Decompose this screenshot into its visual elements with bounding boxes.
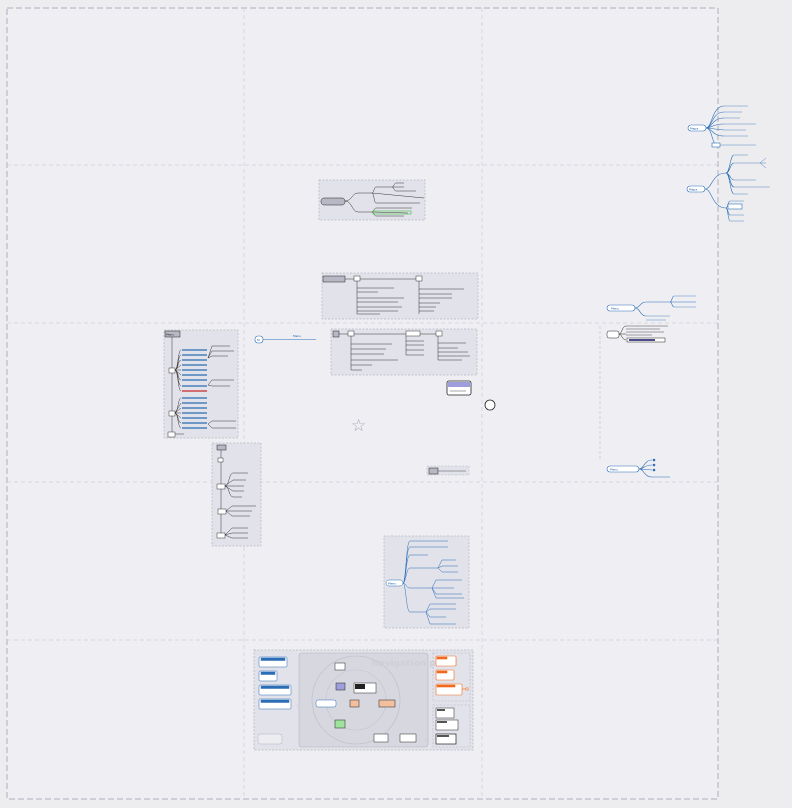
- navigation-panel-title: Navigation panel: [371, 659, 457, 669]
- small-entry-branch-label: Menu: [293, 334, 301, 338]
- right-bottom-root-label: Menu: [610, 468, 618, 472]
- map-center-bottom[interactable]: [383, 535, 470, 629]
- map-right-bottom[interactable]: [606, 458, 670, 478]
- nav-right-orange-group[interactable]: [432, 652, 471, 702]
- purple-node[interactable]: [446, 380, 472, 396]
- small-entry[interactable]: [254, 335, 316, 344]
- right-top-root-label: Mapa: [690, 127, 698, 131]
- group-center-top[interactable]: [318, 179, 426, 221]
- svg-text:«: «: [296, 702, 300, 710]
- nav-center-nodes[interactable]: « »: [296, 662, 428, 744]
- small-entry-label: M: [257, 338, 260, 342]
- grid-lines: [7, 8, 718, 799]
- circle-node[interactable]: [484, 399, 496, 411]
- small-node-lower-center[interactable]: [426, 465, 470, 476]
- svg-text:»: »: [424, 736, 428, 744]
- map-right-mid[interactable]: [686, 154, 770, 222]
- group-left-lower[interactable]: [211, 442, 262, 547]
- right-panel[interactable]: [599, 325, 668, 460]
- group-center-middle[interactable]: [321, 272, 479, 320]
- navigation-panel[interactable]: « » Navigation panel: [253, 649, 474, 751]
- right-mid-root-label: Mapa: [689, 188, 697, 192]
- group-left[interactable]: [163, 329, 239, 439]
- nav-legend-box[interactable]: [257, 733, 283, 745]
- nav-left-blue-nodes[interactable]: [258, 656, 292, 710]
- nav-right-dark-group[interactable]: [432, 704, 471, 748]
- map-right-top[interactable]: [687, 105, 756, 148]
- center-bottom-root-label: Menu: [388, 582, 396, 586]
- center-star-icon: ☆: [351, 416, 366, 436]
- left-group-title: Menu: [166, 333, 174, 337]
- map-right-lower[interactable]: [606, 295, 696, 321]
- group-center-lower[interactable]: [330, 328, 478, 376]
- right-lower-root-label: Menu: [611, 307, 619, 311]
